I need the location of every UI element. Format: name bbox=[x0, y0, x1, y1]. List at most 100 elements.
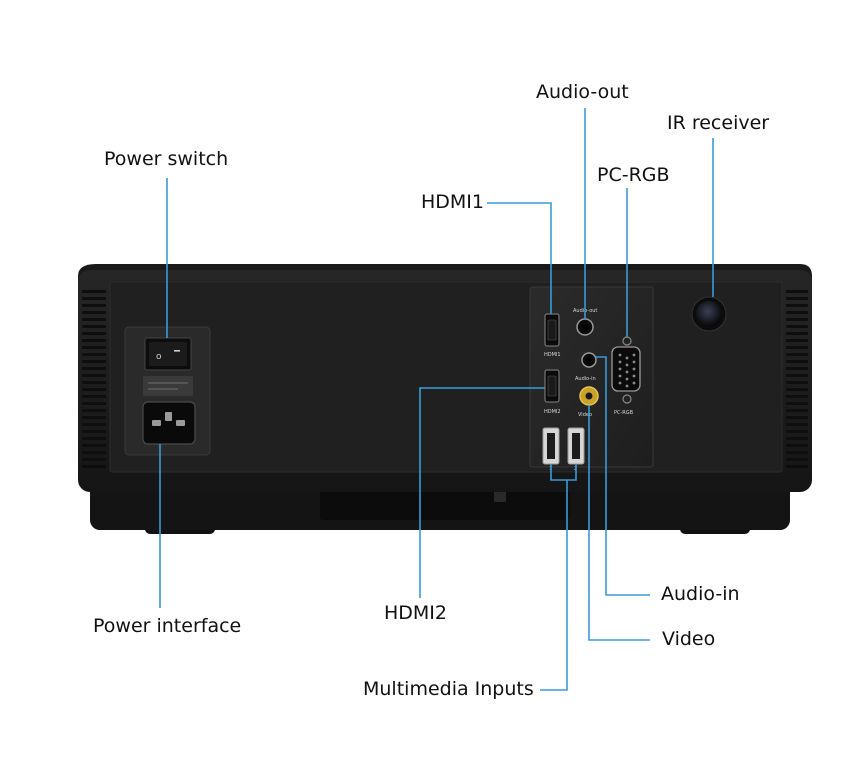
vent-slot bbox=[82, 346, 106, 349]
vent-slot bbox=[82, 318, 106, 321]
pc-rgb-panel-label: PC-RGB bbox=[614, 410, 634, 416]
callout-power-switch: Power switch bbox=[104, 148, 229, 170]
vent-slot bbox=[82, 339, 106, 342]
hdmi1-panel-label: HDMI1 bbox=[544, 352, 561, 358]
video-jack-center bbox=[585, 392, 593, 400]
vga-pin bbox=[632, 360, 636, 364]
vent-slot bbox=[786, 395, 808, 398]
switch-off-mark: o bbox=[156, 352, 162, 362]
vent-slot bbox=[786, 360, 808, 363]
vent-slot bbox=[786, 346, 808, 349]
power-pin-right bbox=[176, 420, 185, 426]
vent-slot bbox=[786, 332, 808, 335]
power-label-lines bbox=[148, 382, 188, 384]
vent-slot bbox=[786, 465, 808, 468]
vent-slot bbox=[786, 451, 808, 454]
rear-panel bbox=[109, 281, 783, 473]
vent-slot bbox=[786, 311, 808, 314]
ir-receiver-lens bbox=[696, 301, 722, 327]
power-label-lines-2 bbox=[148, 388, 178, 390]
vent-slot bbox=[82, 451, 106, 454]
vent-slot bbox=[82, 388, 106, 391]
vent-slot bbox=[786, 444, 808, 447]
vent-slot bbox=[82, 325, 106, 328]
callout-audio-out: Audio-out bbox=[536, 81, 629, 103]
vga-pin bbox=[632, 381, 636, 385]
vent-slot bbox=[82, 311, 106, 314]
usb-port-1-tongue bbox=[547, 433, 555, 459]
vent-slot bbox=[786, 339, 808, 342]
vga-pin bbox=[618, 367, 622, 371]
hdmi1-port-inner bbox=[547, 319, 557, 341]
power-pin-left bbox=[152, 420, 161, 426]
leader-multimedia-bracket bbox=[550, 464, 577, 481]
vga-pin bbox=[632, 367, 636, 371]
vent-slot bbox=[786, 430, 808, 433]
leader-hdmi2 bbox=[419, 387, 545, 598]
vga-pin bbox=[618, 360, 622, 364]
usb-port-2-tongue bbox=[572, 433, 580, 459]
callout-video: Video bbox=[662, 628, 716, 650]
leader-multimedia bbox=[540, 480, 568, 691]
vent-slot bbox=[82, 402, 106, 405]
vent-slot bbox=[786, 290, 808, 293]
vga-pin bbox=[618, 353, 622, 357]
vent-slot bbox=[82, 465, 106, 468]
vent-slot bbox=[786, 437, 808, 440]
vent-slot bbox=[786, 423, 808, 426]
power-switch-rocker[interactable] bbox=[149, 342, 187, 366]
vent-slot bbox=[82, 353, 106, 356]
callout-hdmi1: HDMI1 bbox=[421, 191, 485, 213]
audio-in-jack-hole bbox=[586, 357, 592, 363]
vent-slot bbox=[82, 374, 106, 377]
switch-on-mark bbox=[174, 350, 180, 352]
video-panel-label: Video bbox=[578, 412, 592, 418]
vga-pin bbox=[618, 374, 622, 378]
power-interface[interactable] bbox=[142, 401, 196, 445]
vent-slot bbox=[82, 304, 106, 307]
pc-rgb-port[interactable] bbox=[611, 346, 641, 392]
vent-slot bbox=[82, 290, 106, 293]
audio-out-jack-hole bbox=[582, 324, 588, 330]
vga-pin bbox=[618, 381, 622, 385]
vga-pin bbox=[625, 377, 629, 381]
callout-hdmi2: HDMI2 bbox=[384, 602, 448, 624]
vga-pin bbox=[632, 353, 636, 357]
power-pin-center bbox=[165, 412, 172, 421]
leader-lines bbox=[159, 108, 714, 691]
left-vents bbox=[82, 290, 106, 468]
hdmi2-panel-label: HDMI2 bbox=[544, 409, 561, 415]
io-panel-plate bbox=[529, 286, 654, 468]
vent-slot bbox=[82, 437, 106, 440]
audio-in-panel-label: Audio-in bbox=[575, 376, 596, 382]
vga-screw-bottom bbox=[622, 394, 632, 404]
vent-slot bbox=[786, 318, 808, 321]
callout-pc-rgb: PC-RGB bbox=[597, 164, 670, 186]
vga-pin bbox=[625, 384, 629, 388]
vent-slot bbox=[82, 381, 106, 384]
callout-audio-in: Audio-in bbox=[661, 583, 740, 605]
vent-slot bbox=[82, 458, 106, 461]
vent-slot bbox=[82, 444, 106, 447]
vga-screw-top bbox=[622, 336, 632, 346]
hdmi2-port-inner bbox=[547, 375, 557, 397]
callout-power-interface: Power interface bbox=[93, 615, 242, 637]
vent-slot bbox=[786, 409, 808, 412]
leader-hdmi1 bbox=[487, 202, 552, 314]
vent-slot bbox=[82, 416, 106, 419]
callout-ir-receiver: IR receiver bbox=[667, 112, 770, 134]
power-label-plate bbox=[143, 376, 193, 396]
vga-pin bbox=[632, 374, 636, 378]
vent-slot bbox=[82, 430, 106, 433]
vga-pin bbox=[625, 356, 629, 360]
vent-slot bbox=[786, 304, 808, 307]
leader-audio-in bbox=[596, 356, 650, 596]
vent-slot bbox=[786, 416, 808, 419]
callout-multimedia-inputs: Multimedia Inputs bbox=[363, 678, 534, 700]
bottom-recess bbox=[320, 484, 570, 520]
vent-slot bbox=[786, 325, 808, 328]
vent-slot bbox=[82, 395, 106, 398]
vent-slot bbox=[82, 423, 106, 426]
vga-pin bbox=[625, 370, 629, 374]
